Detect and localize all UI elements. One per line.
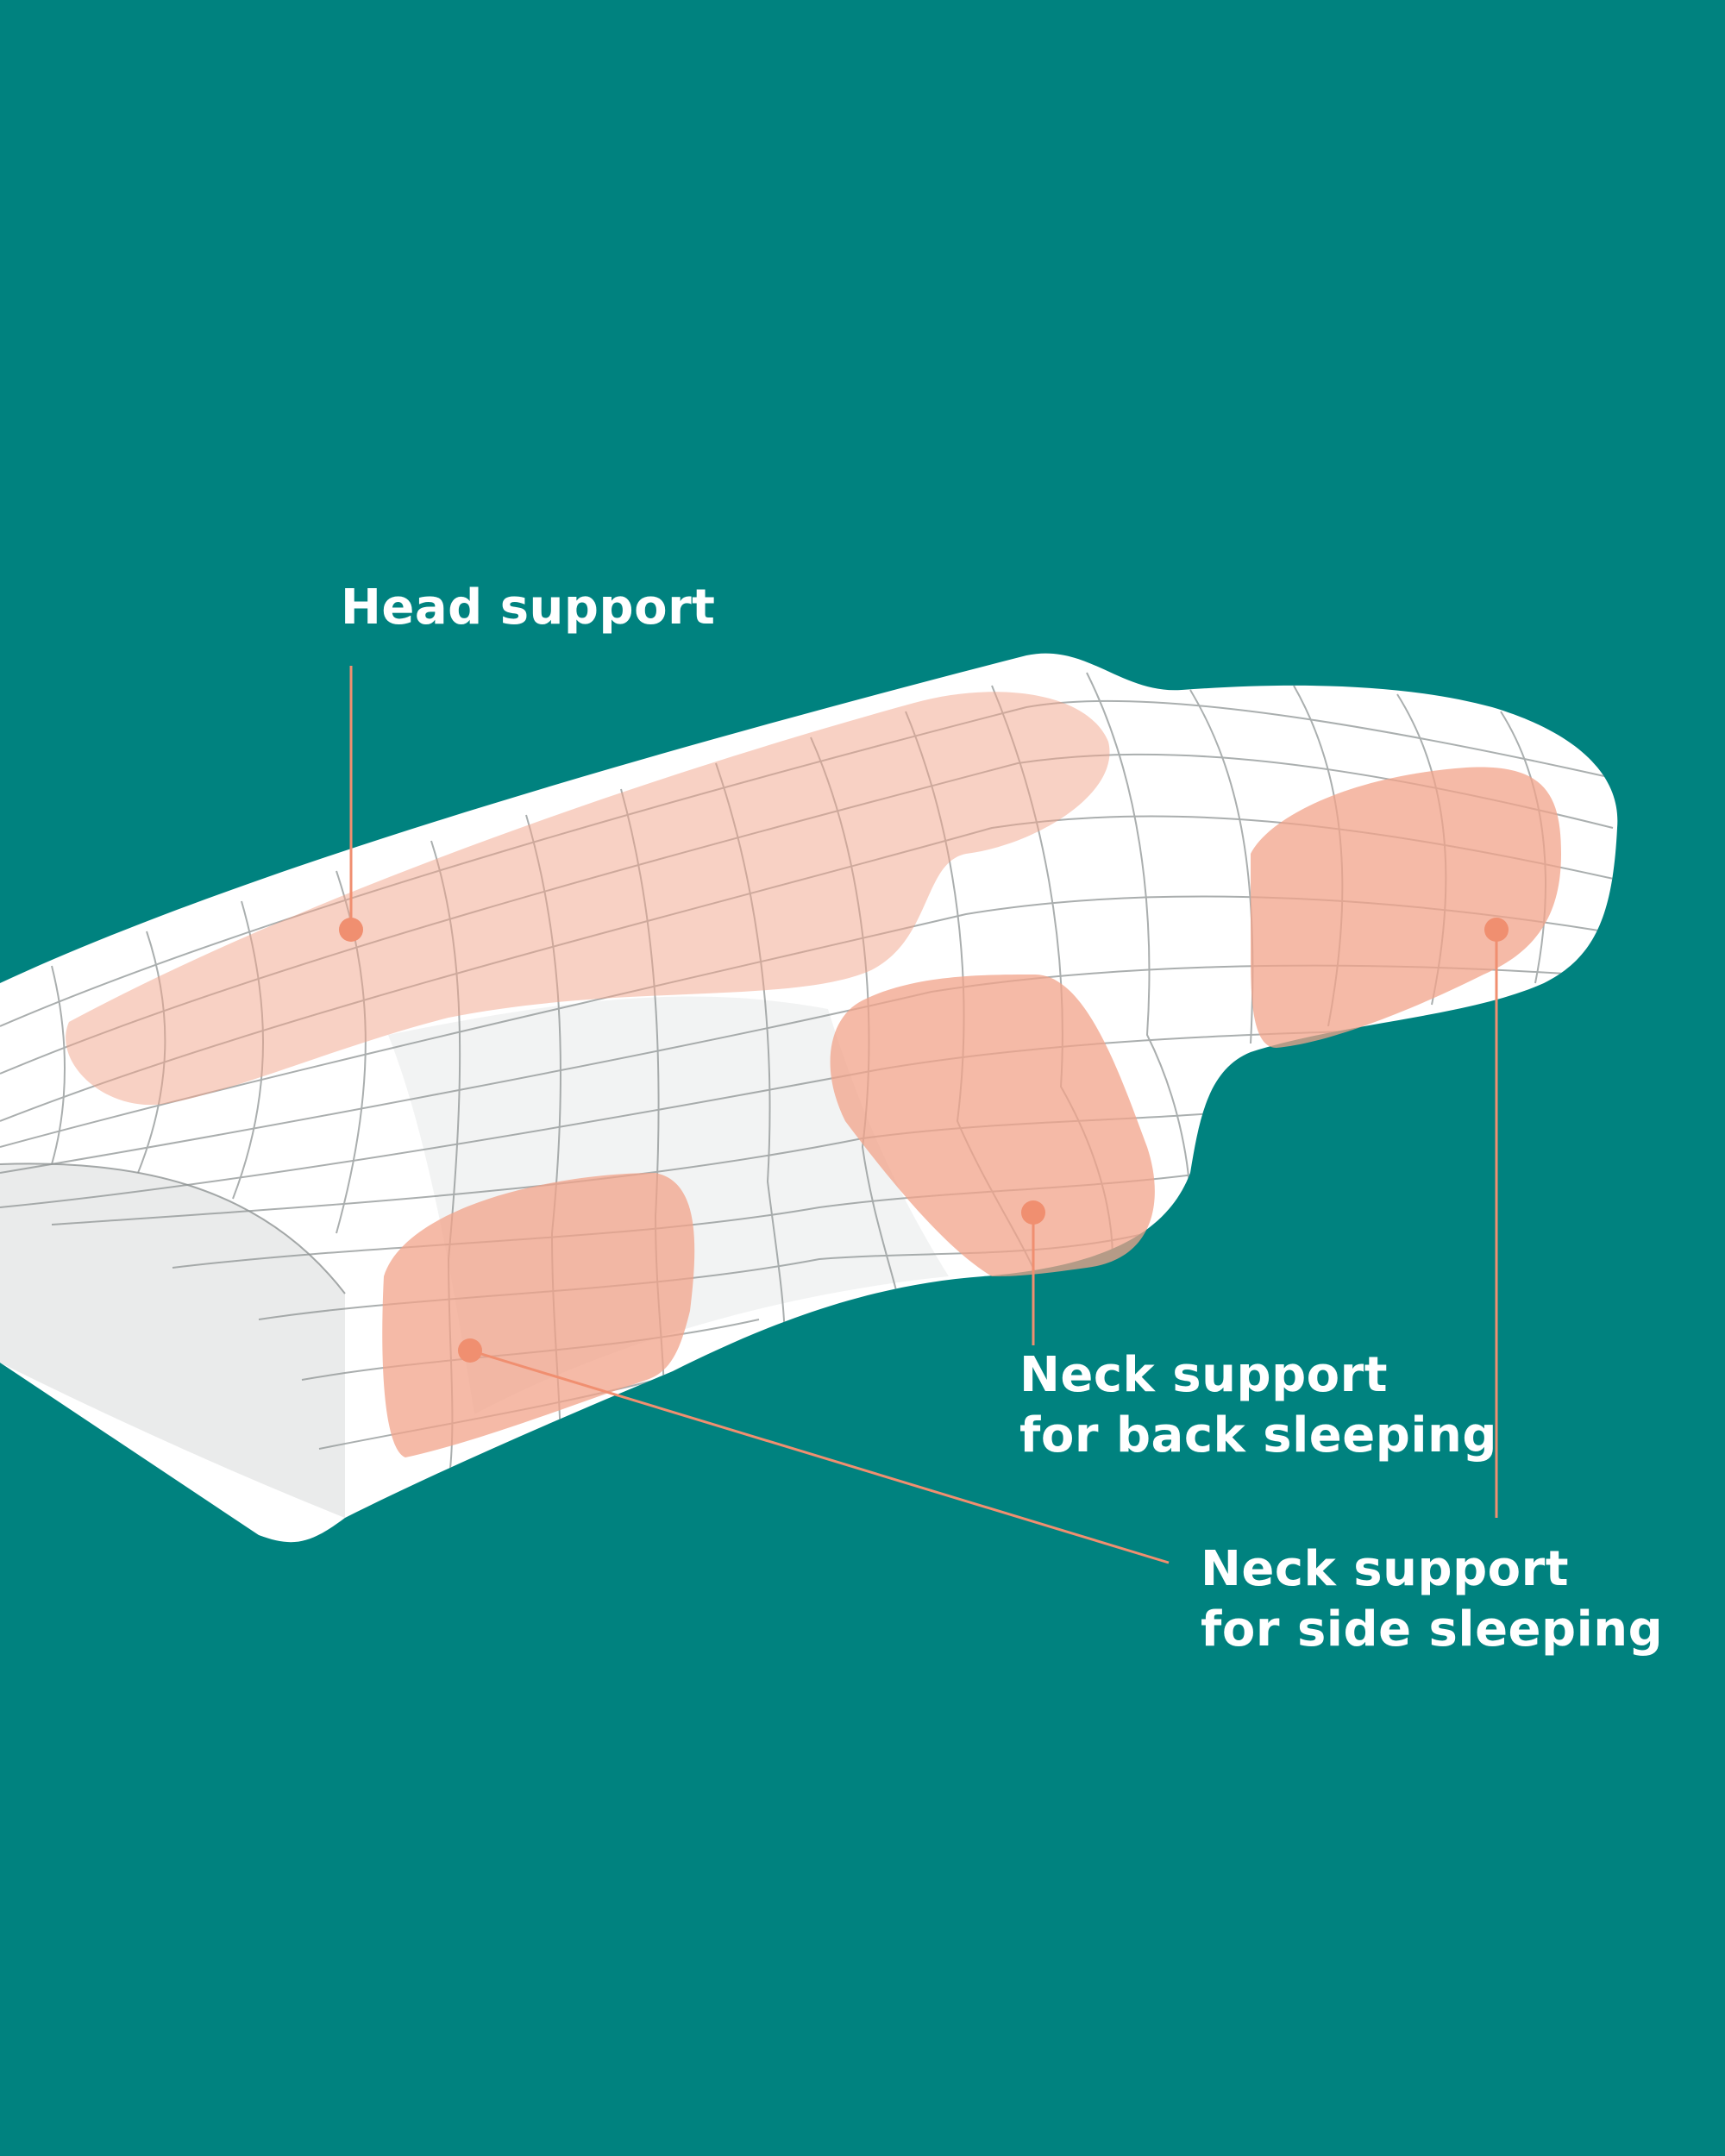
callout-side-label: Neck support for side sleeping — [1201, 1539, 1663, 1660]
callout-side-line1: Neck support — [1201, 1539, 1663, 1600]
marker-side-left — [458, 1338, 482, 1363]
marker-back — [1021, 1200, 1045, 1225]
callout-back-line2: for back sleeping — [1019, 1406, 1497, 1466]
callout-back-label: Neck support for back sleeping — [1019, 1345, 1497, 1466]
callout-head-line1: Head support — [341, 578, 715, 638]
marker-head — [339, 918, 363, 942]
callout-head-label: Head support — [341, 578, 715, 638]
callout-back-line1: Neck support — [1019, 1345, 1497, 1406]
callout-side-line2: for side sleeping — [1201, 1600, 1663, 1660]
marker-side-right — [1484, 918, 1509, 942]
